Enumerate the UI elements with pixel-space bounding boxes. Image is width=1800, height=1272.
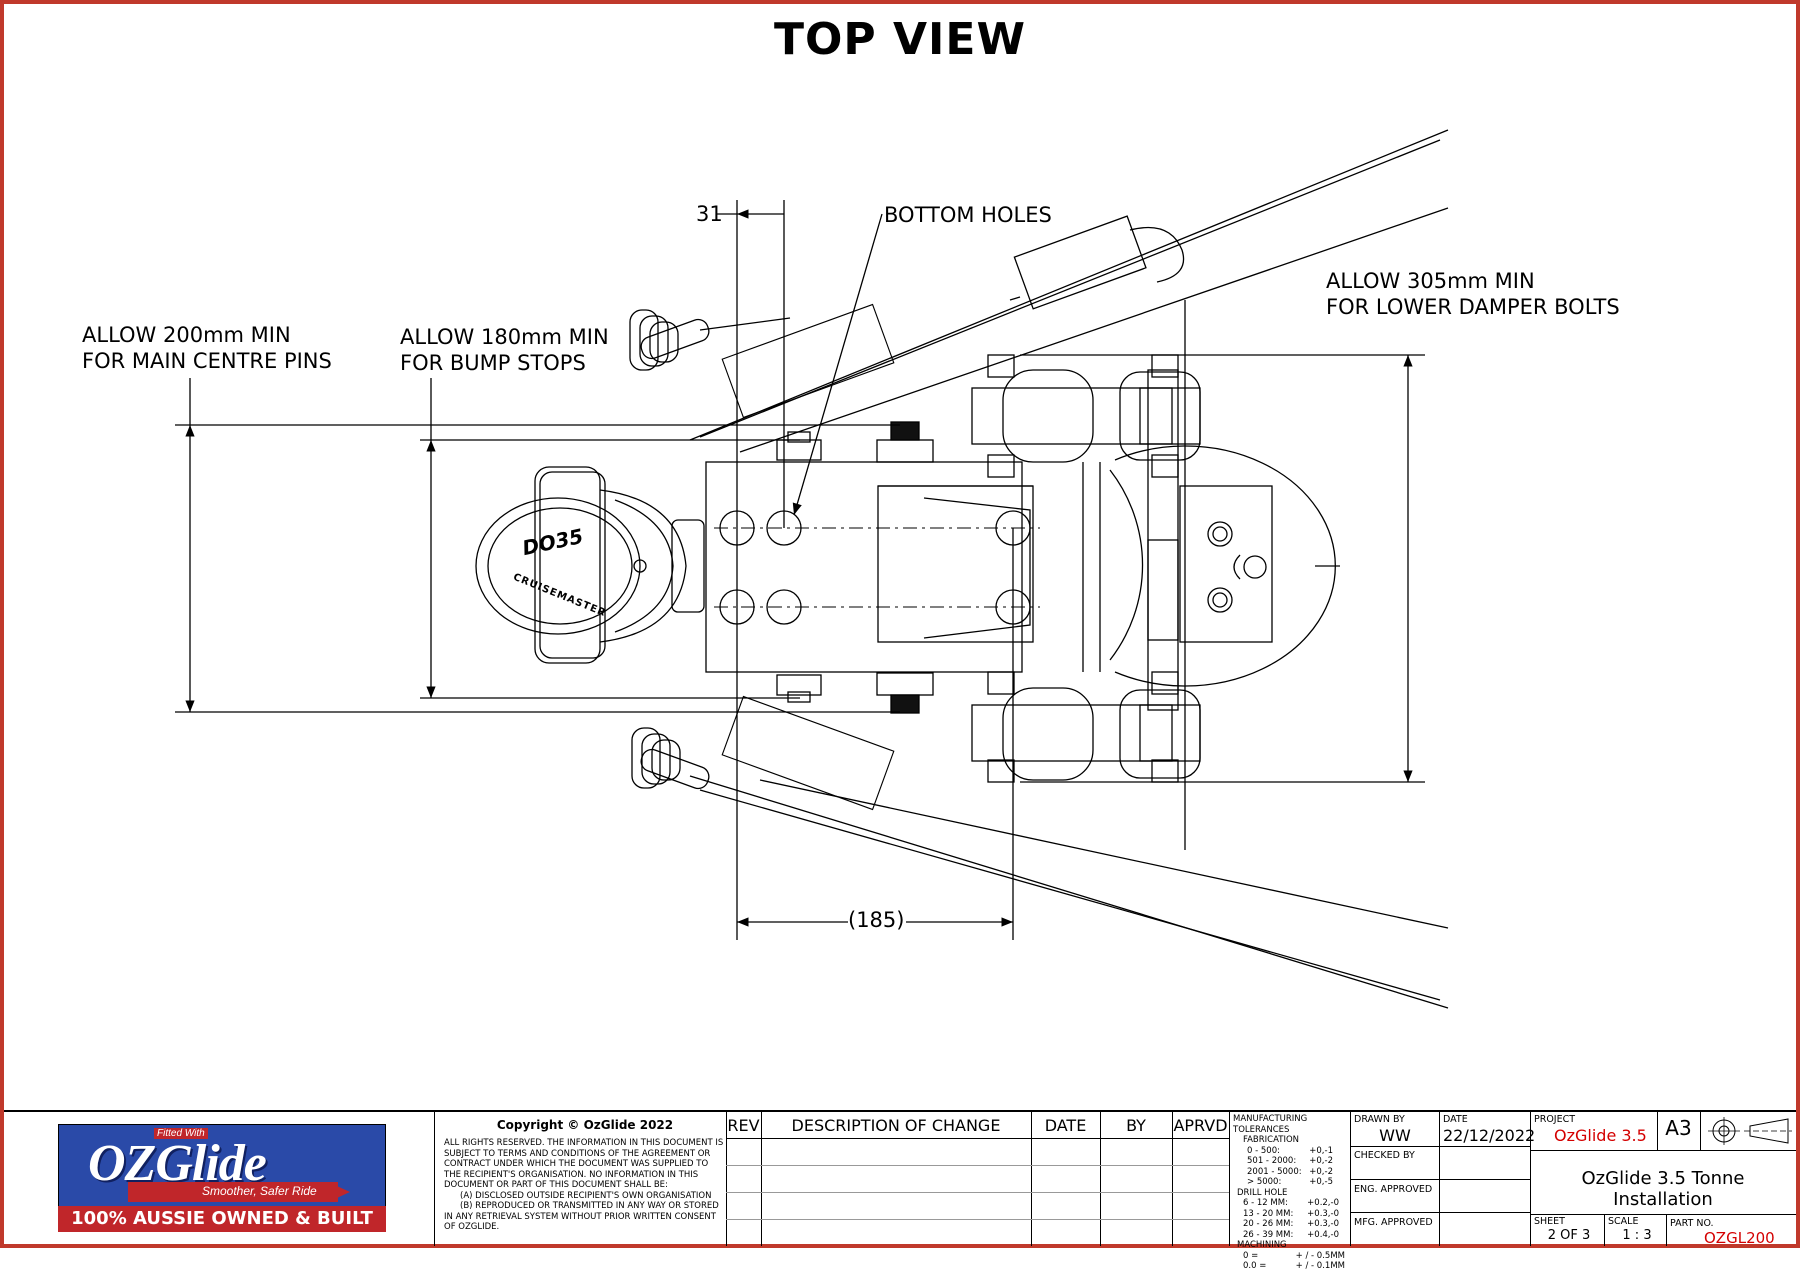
ozglide-logo: Fitted With OZGlide Smoother, Safer Ride… [58,1124,386,1232]
bolts [776,421,934,714]
coupling-block [705,461,1034,673]
machining-label: MACHINING [1237,1240,1287,1250]
drawn-by-label: DRAWN BY [1354,1114,1405,1125]
copyright-tail: IN ANY RETRIEVAL SYSTEM WITHOUT PRIOR WR… [444,1211,716,1233]
mfg-approved-label: MFG. APPROVED [1354,1217,1433,1228]
tolerance-row: 20 - 26 MM:+0.3,-0 [1243,1219,1339,1229]
upper-damper [971,354,1201,641]
main-pins-note: ALLOW 200mm MIN FOR MAIN CENTRE PINS [82,322,332,374]
date-label: DATE [1443,1114,1468,1125]
aprvd-header: APRVD [1173,1116,1228,1135]
third-angle-projection-icon [1708,1117,1792,1145]
drawing-title: OzGlide 3.5 Tonne Installation [1581,1168,1745,1210]
copyright-notice: Copyright © OzGlide 2022 ALL RIGHTS RESE… [444,1118,726,1233]
bump-stops-note-line2: FOR BUMP STOPS [400,351,586,375]
drill-label: DRILL HOLE [1237,1187,1288,1198]
tolerance-row: 0 - 500:+0,-1 [1247,1145,1333,1156]
dimension-185: (185) [848,908,905,932]
bottom-holes-note: BOTTOM HOLES [884,203,1052,227]
part-number-label: PART NO. [1670,1218,1714,1229]
checked-by-label: CHECKED BY [1354,1150,1415,1161]
rear-mount-plate [1082,300,1340,850]
by-header: BY [1126,1116,1146,1135]
scale-label: SCALE [1608,1216,1639,1227]
date-header: DATE [1044,1116,1087,1135]
tolerance-row: 501 - 2000:+0,-2 [1247,1156,1333,1166]
lower-handle [631,727,710,790]
logo-banner: 100% AUSSIE OWNED & BUILT [58,1206,386,1232]
tolerance-row: 6 - 12 MM:+0.2,-0 [1243,1198,1339,1208]
copyright-heading: Copyright © OzGlide 2022 [496,1118,674,1132]
upper-handle [629,309,791,371]
tolerance-row: 26 - 39 MM:+0.4,-0 [1243,1229,1339,1240]
hitch-head [475,466,705,664]
tolerance-row: 2001 - 5000:+0,-2 [1247,1166,1333,1177]
sheet-label: SHEET [1534,1216,1565,1227]
main-pins-note-line1: ALLOW 200mm MIN [82,323,291,347]
tolerance-row: 0.0 =+ / - 0.1MM [1243,1261,1345,1271]
scale-value: 1 : 3 [1622,1228,1652,1243]
date-value: 22/12/2022 [1443,1126,1536,1145]
copyright-item-b: (B) REPRODUCED OR TRANSMITTED IN ANY WAY… [460,1201,719,1211]
lower-a-frame-rail [689,695,1449,1009]
eng-approved-label: ENG. APPROVED [1354,1184,1433,1195]
main-pins-note-line2: FOR MAIN CENTRE PINS [82,349,332,373]
tolerance-row: > 5000:+0,-5 [1247,1177,1333,1187]
dimension-31: 31 [696,202,723,226]
project-name: OzGlide 3.5 [1554,1126,1647,1145]
title-block: Fitted With OZGlide Smoother, Safer Ride… [4,1110,1796,1271]
tolerance-row: 0 =+ / - 0.5MM [1243,1250,1345,1261]
description-header: DESCRIPTION OF CHANGE [791,1116,1001,1135]
bump-stops-note-line1: ALLOW 180mm MIN [400,325,609,349]
bump-stops-note: ALLOW 180mm MIN FOR BUMP STOPS [400,324,609,376]
tolerance-row: 13 - 20 MM:+0.3,-0 [1243,1208,1339,1219]
logo-slogan: Smoother, Safer Ride [202,1184,317,1198]
damper-bolts-note-line2: FOR LOWER DAMPER BOLTS [1326,295,1620,319]
logo-tagline: Fitted With [154,1128,208,1139]
fabrication-label: FABRICATION [1243,1135,1300,1145]
copyright-item-a: (A) DISCLOSED OUTSIDE RECIPIENT'S OWN OR… [460,1190,712,1201]
tolerances-heading: MANUFACTURING TOLERANCES [1233,1114,1308,1135]
damper-bolts-note-line1: ALLOW 305mm MIN [1326,269,1535,293]
sheet-size: A3 [1665,1116,1692,1140]
drawn-by-value: WW [1379,1126,1411,1145]
top-view-drawing [175,129,1449,1009]
damper-bolts-note: ALLOW 305mm MIN FOR LOWER DAMPER BOLTS [1326,268,1620,320]
part-number-value: OZGL200 [1704,1229,1775,1247]
upper-a-frame-rail [689,129,1449,453]
copyright-body: ALL RIGHTS RESERVED. THE INFORMATION IN … [444,1138,724,1190]
rev-header: REV [727,1116,760,1135]
view-title: TOP VIEW [774,14,1026,65]
lower-damper [971,539,1201,783]
project-label: PROJECT [1534,1114,1576,1125]
sheet-value: 2 OF 3 [1547,1228,1591,1243]
